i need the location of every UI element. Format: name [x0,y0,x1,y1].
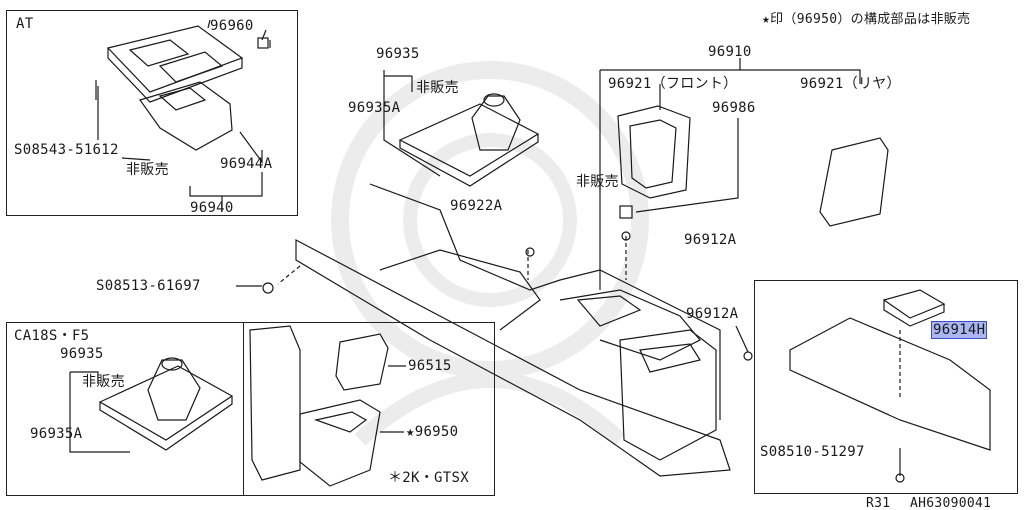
part-96960[interactable]: 96960 [210,18,254,34]
watermark-emblem [331,61,649,446]
screw-08513-61697[interactable]: S08513-61697 [96,278,201,294]
shift-boot-art [398,93,540,187]
part-96940[interactable]: 96940 [190,200,234,216]
footer-code: AH63090041 [910,496,992,510]
at-inset-frame [6,10,298,216]
gtsx-caption: ＊2K・GTSX [388,470,469,486]
part-96950[interactable]: ★96950 [406,424,459,440]
part-96515[interactable]: 96515 [408,358,452,374]
detail-inset-frame [754,280,1018,494]
ca18-title: CA18S・F5 [14,328,90,344]
not-for-sale-label: 非販売 [576,174,619,190]
part-96922a[interactable]: 96922A [450,198,503,214]
screw-08543-51612[interactable]: S08543-51612 [14,142,119,158]
part-96935[interactable]: 96935 [376,46,420,62]
part-96986[interactable]: 96986 [712,100,756,116]
at-console-cover-art [95,25,269,151]
part-96912a[interactable]: 96912A [684,232,737,248]
part-96944a[interactable]: 96944A [220,156,273,172]
not-for-sale-label: 非販売 [82,374,125,390]
footer-model: R31 [866,496,891,510]
part-96921-rear[interactable]: 96921（リヤ） [800,76,901,92]
not-for-sale-label: 非販売 [126,162,169,178]
part-96910[interactable]: 96910 [708,44,752,60]
header-note: ★印（96950）の構成部品は非販売 [762,12,971,27]
screw-08510-51297[interactable]: S08510-51297 [760,444,865,460]
ca18-boot-art [98,357,234,451]
part-96935[interactable]: 96935 [60,346,104,362]
part-96912a[interactable]: 96912A [686,306,739,322]
ca18-inset-frame [6,322,244,496]
gtsx-inset-frame [243,322,495,496]
part-96921-front[interactable]: 96921（フロント） [608,76,738,92]
gtsx-armrest-art [249,325,389,487]
part-96935a[interactable]: 96935A [30,426,83,442]
center-console-art [295,183,731,477]
at-title: AT [16,16,34,32]
part-96914h[interactable]: 96914H [930,321,988,339]
part-96935a[interactable]: 96935A [348,100,401,116]
not-for-sale-label: 非販売 [416,80,459,96]
